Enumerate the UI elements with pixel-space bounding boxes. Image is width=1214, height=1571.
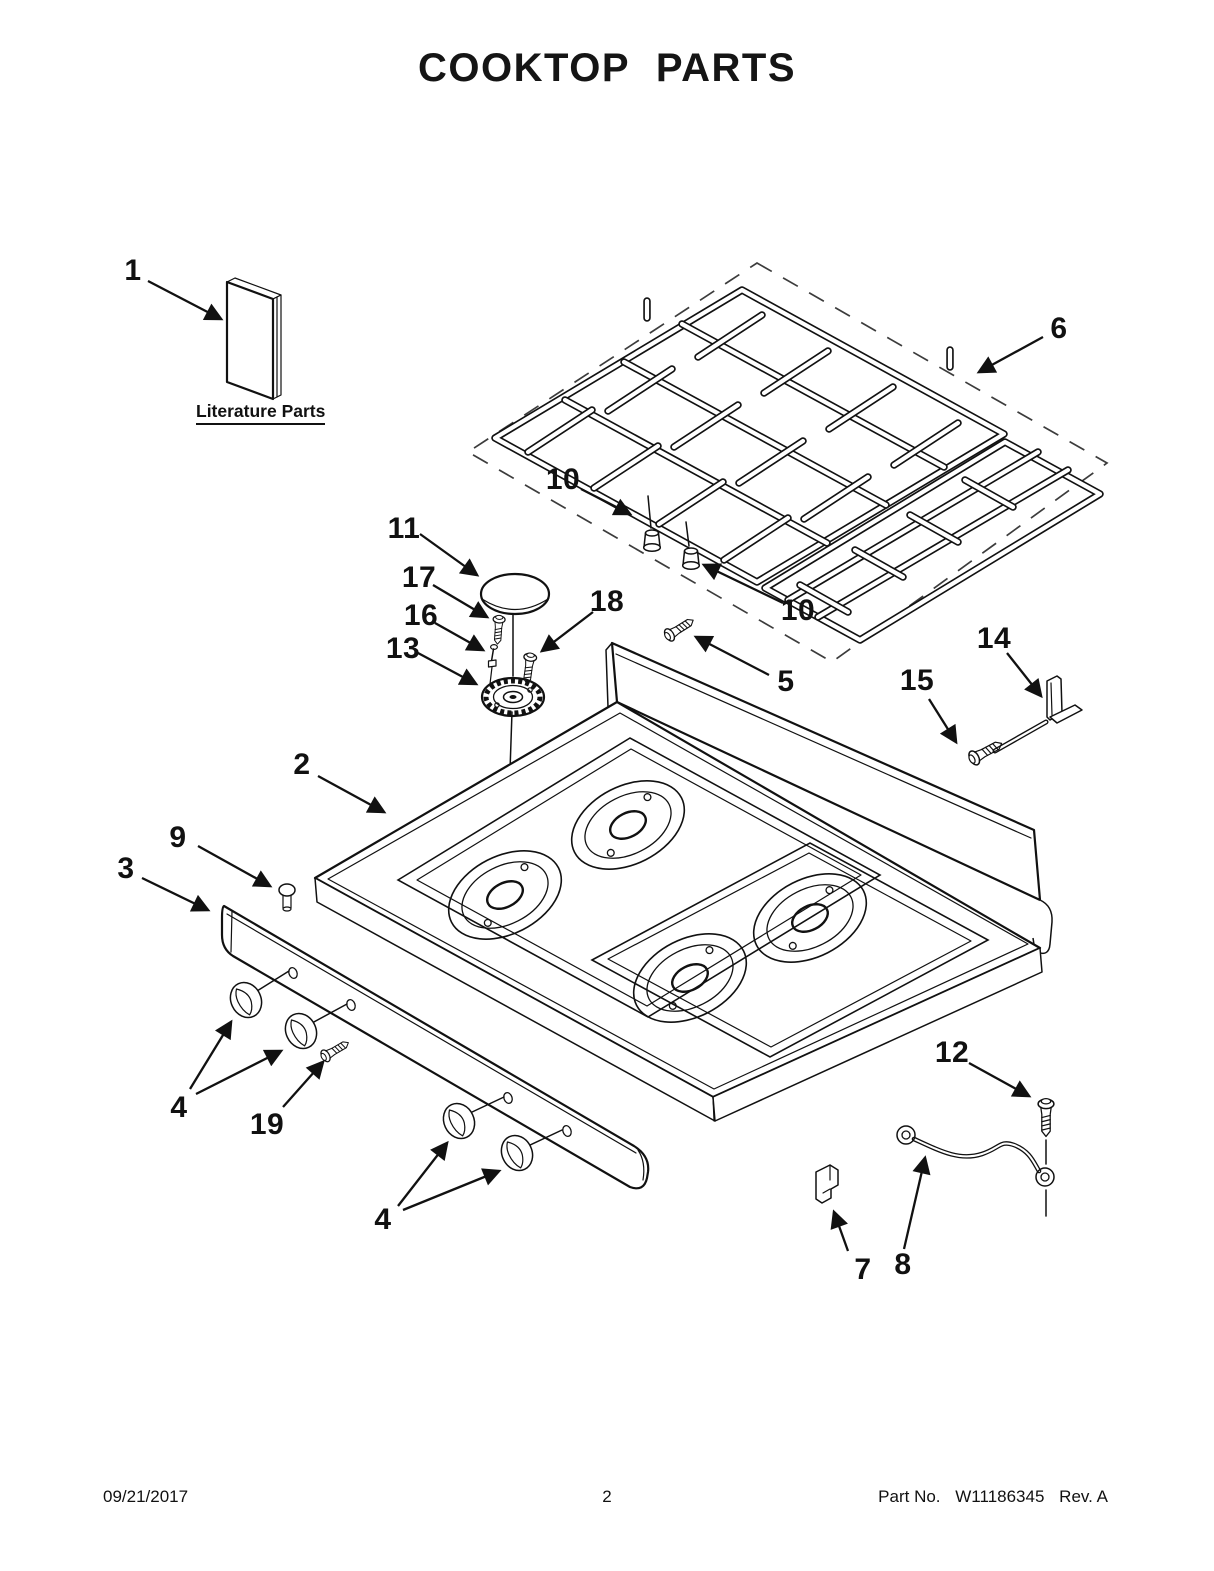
leader-arrow — [417, 651, 479, 686]
callout-6: 6 — [1050, 312, 1068, 345]
callout-16: 16 — [403, 599, 439, 632]
leader-arrow — [539, 611, 594, 653]
callout-10b: 10 — [780, 594, 816, 627]
leader-arrow — [402, 1168, 502, 1212]
callout-4a: 4 — [170, 1091, 188, 1124]
callout-3: 3 — [117, 852, 135, 885]
ground-wire-drawing — [896, 1125, 1055, 1187]
leader-arrow — [976, 335, 1044, 374]
knob-screw-drawing — [318, 1036, 353, 1065]
callout-4b: 4 — [374, 1203, 392, 1236]
leader-arrow — [1006, 652, 1043, 699]
literature-parts-caption: Literature Parts — [196, 401, 326, 425]
leader-arrow — [580, 487, 633, 516]
callout-8: 8 — [894, 1248, 912, 1281]
mounting-bracket-drawing — [992, 675, 1083, 754]
leader-arrow — [968, 1061, 1032, 1098]
callout-19: 19 — [249, 1108, 285, 1141]
callout-17: 17 — [401, 561, 437, 594]
leader-arrow — [830, 1209, 850, 1252]
wire-clip-drawing — [815, 1164, 839, 1204]
callout-14: 14 — [976, 622, 1012, 655]
leader-arrow — [397, 1140, 449, 1207]
leader-arrow — [701, 563, 784, 605]
manifold-panel-drawing — [220, 904, 650, 1190]
callout-18: 18 — [589, 585, 625, 618]
footer-page-number: 2 — [602, 1487, 612, 1506]
leader-arrow — [147, 279, 224, 321]
callout-13: 13 — [385, 632, 421, 665]
leader-arrows — [141, 279, 1044, 1252]
callout-9: 9 — [169, 821, 187, 854]
burner-cap-drawing — [479, 572, 551, 616]
footer-revision: Rev. A — [1059, 1487, 1108, 1506]
leader-arrow — [419, 533, 480, 577]
callout-15: 15 — [899, 664, 935, 697]
leader-arrow — [195, 1049, 284, 1096]
leader-arrow — [282, 1059, 325, 1108]
callout-12: 12 — [934, 1036, 970, 1069]
backguard-screw-drawing — [661, 613, 698, 644]
cooktop-surface-drawing — [313, 700, 1043, 1122]
spark-igniter-drawing — [487, 643, 499, 685]
sealed-burner-drawing — [480, 676, 546, 718]
bracket-screw-drawing — [965, 736, 1006, 768]
leader-arrow — [432, 584, 490, 619]
leader-arrow — [189, 1019, 233, 1090]
footer-part-number: W11186345 — [955, 1487, 1045, 1506]
footer-date: 09/21/2017 — [103, 1487, 189, 1506]
grate-assembly-drawing — [491, 286, 1104, 644]
footer-part-label: Part No. — [878, 1487, 941, 1506]
ground-screw-drawing — [1037, 1097, 1055, 1217]
grate-foot-drawing — [681, 521, 701, 571]
push-pin-grommet-drawing — [278, 883, 296, 912]
cap-screw-drawing — [490, 614, 506, 646]
leader-arrow — [317, 774, 387, 814]
grate-foot-drawing — [642, 495, 662, 553]
leader-arrow — [434, 621, 486, 652]
leader-arrow — [693, 635, 770, 677]
callout-10a: 10 — [545, 463, 581, 496]
callout-1: 1 — [124, 254, 142, 287]
callout-5: 5 — [777, 665, 795, 698]
literature-book-drawing — [225, 277, 282, 401]
callout-11: 11 — [387, 512, 421, 545]
page-title: COOKTOP PARTS — [418, 46, 796, 90]
leader-arrow — [197, 844, 273, 888]
leader-arrow — [902, 1155, 931, 1250]
leader-arrow — [141, 876, 211, 912]
footer-part-number-line: Part No. W11186345 Rev. A — [878, 1487, 1108, 1507]
leader-arrow — [928, 698, 958, 745]
callout-7: 7 — [854, 1253, 872, 1286]
callout-2: 2 — [293, 748, 311, 781]
